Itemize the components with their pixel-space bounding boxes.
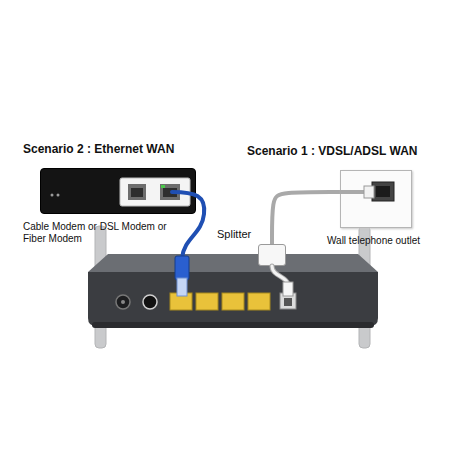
modem-led (51, 194, 54, 197)
phone-cable (272, 266, 288, 284)
splitter-box: Splitter (258, 244, 286, 266)
scenario-heading: Scenario 2 : Ethernet WAN (23, 142, 174, 156)
modem-port (128, 184, 146, 200)
router-body (88, 272, 378, 326)
modem-panel (120, 178, 190, 206)
phone-plug (283, 282, 293, 296)
outlet-caption: Wall telephone outlet (327, 235, 420, 247)
modem-box: Scenario 2 : Ethernet WANCable Modem or … (40, 168, 196, 214)
modem-port-hole (163, 188, 177, 197)
wall-outlet: Scenario 1 : VDSL/ADSL WANWall telephone… (340, 170, 412, 228)
dsl-port-hole (284, 298, 292, 306)
router-base (92, 322, 374, 328)
wall-port-hole (376, 186, 390, 197)
ethernet-port (196, 293, 218, 310)
modem-port-hole (131, 188, 143, 197)
modem-port (160, 184, 180, 200)
scenario-heading: Scenario 1 : VDSL/ADSL WAN (247, 144, 417, 158)
ethernet-port (170, 293, 192, 310)
phone-plug (364, 186, 374, 198)
device-caption: Cable Modem or DSL Modem or Fiber Modem (23, 221, 173, 245)
modem-led (57, 194, 60, 197)
wall-port (372, 182, 394, 201)
ethernet-plug (175, 256, 189, 280)
ethernet-plug-tip (177, 278, 187, 296)
ethernet-port (248, 293, 270, 310)
power-jack-pin (121, 300, 125, 304)
power-button (143, 295, 157, 309)
ethernet-cable (172, 192, 204, 258)
splitter-label: Splitter (217, 228, 251, 241)
router-top (88, 254, 378, 272)
modem-led (161, 185, 165, 188)
power-jack (116, 295, 130, 309)
phone-cable-outline (272, 266, 288, 284)
ethernet-port (222, 293, 244, 310)
antenna (95, 226, 106, 348)
dsl-port (280, 293, 296, 309)
phone-cable (340, 190, 372, 194)
